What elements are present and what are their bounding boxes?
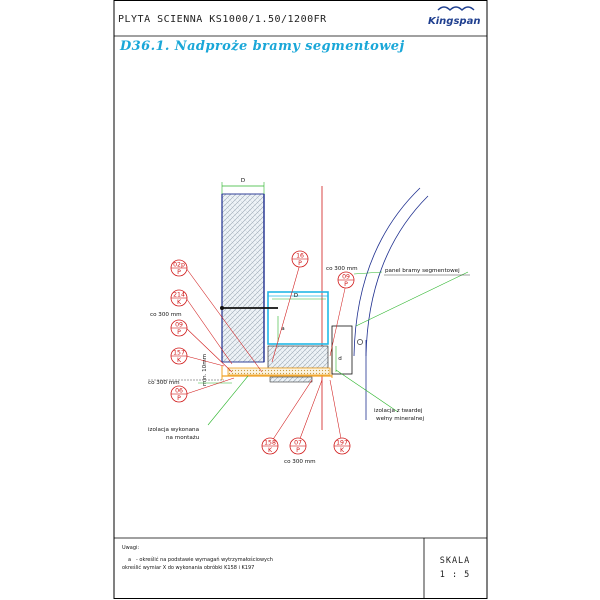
tag-number: 214 bbox=[173, 292, 185, 299]
tag-letter: P bbox=[177, 269, 181, 276]
tag-letter: P bbox=[177, 329, 181, 336]
svg-text:D: D bbox=[241, 178, 245, 184]
site-insulation-label-2: na montażu bbox=[166, 435, 200, 441]
reference-tag-09-left: 09P bbox=[170, 319, 188, 337]
tag-letter: P bbox=[298, 260, 302, 267]
sheet-title: PLYTA SCIENNA KS1000/1.50/1200FR bbox=[118, 14, 327, 25]
reference-tag-06: 06P bbox=[170, 385, 188, 403]
spacing-label-bottom: co 300 mm bbox=[284, 459, 316, 465]
reference-tag-16: 16P bbox=[291, 250, 309, 268]
tag-number: 197 bbox=[336, 440, 348, 447]
tag-letter: K bbox=[177, 299, 182, 306]
kingspan-logo: Kingspan bbox=[428, 6, 480, 27]
dimension-d: d bbox=[338, 356, 342, 362]
tag-letter: P bbox=[177, 395, 181, 402]
tag-number: 157 bbox=[173, 350, 185, 357]
dimension-D: D bbox=[221, 178, 265, 194]
tag-number: 09 bbox=[175, 322, 183, 329]
tag-number: 09 bbox=[342, 274, 350, 281]
tag-letter: K bbox=[340, 447, 345, 454]
note-line-1: - określić na podstawie wymagań wytrzyma… bbox=[136, 556, 273, 563]
door-arc-outer bbox=[365, 195, 429, 357]
tag-number: 02p bbox=[173, 262, 185, 269]
min-dimension-label: min. 10mm bbox=[202, 354, 208, 386]
tag-letter: P bbox=[296, 447, 300, 454]
note-symbol: a bbox=[128, 557, 131, 563]
tag-number: 158 bbox=[264, 440, 276, 447]
note-line-2: określić wymiar X do wykonania obróbki K… bbox=[122, 564, 254, 571]
sheet-frame bbox=[113, 0, 488, 599]
steel-lintel bbox=[267, 291, 329, 345]
door-arc-inner bbox=[353, 187, 421, 357]
door-panel-label: panel bramy segmentowej bbox=[385, 268, 460, 274]
site-insulation-label-1: izolacja wykonana bbox=[148, 427, 199, 433]
tag-letter: P bbox=[344, 281, 348, 288]
reference-tag-09-right: 09P bbox=[337, 271, 355, 289]
mineral-wool-label-2: wełny mineralnej bbox=[376, 416, 424, 422]
drawing-subtitle: D36.1. Nadproże bramy segmentowej bbox=[119, 39, 405, 54]
tag-letter: K bbox=[177, 357, 182, 364]
tag-number: 06 bbox=[175, 388, 183, 395]
wall-panel bbox=[221, 193, 265, 363]
spacing-label-right-top: co 300 mm bbox=[326, 266, 358, 272]
lintel-insulation bbox=[267, 345, 329, 369]
mineral-wool-label-1: izolacja z twardej bbox=[374, 408, 423, 414]
notes-label: Uwagi: bbox=[122, 545, 139, 551]
tag-number: 07 bbox=[294, 440, 302, 447]
scale-label: SKALA bbox=[440, 556, 471, 566]
spacing-label-left-bottom: co 300 mm bbox=[148, 380, 180, 386]
dimension-a: a bbox=[281, 326, 284, 332]
detail-drawing: D D a d min. 10mm bbox=[148, 178, 470, 465]
tag-letter: K bbox=[268, 447, 273, 454]
scale-value: 1 : 5 bbox=[440, 570, 471, 580]
roller-icon bbox=[357, 339, 363, 345]
tag-number: 16 bbox=[296, 253, 304, 260]
dimension-D-small: D bbox=[294, 293, 298, 299]
bottom-flashing bbox=[227, 367, 331, 376]
spacing-label-left-top: co 300 mm bbox=[150, 312, 182, 318]
svg-text:Kingspan: Kingspan bbox=[428, 16, 480, 27]
reference-tag-07: 07P bbox=[289, 437, 307, 455]
